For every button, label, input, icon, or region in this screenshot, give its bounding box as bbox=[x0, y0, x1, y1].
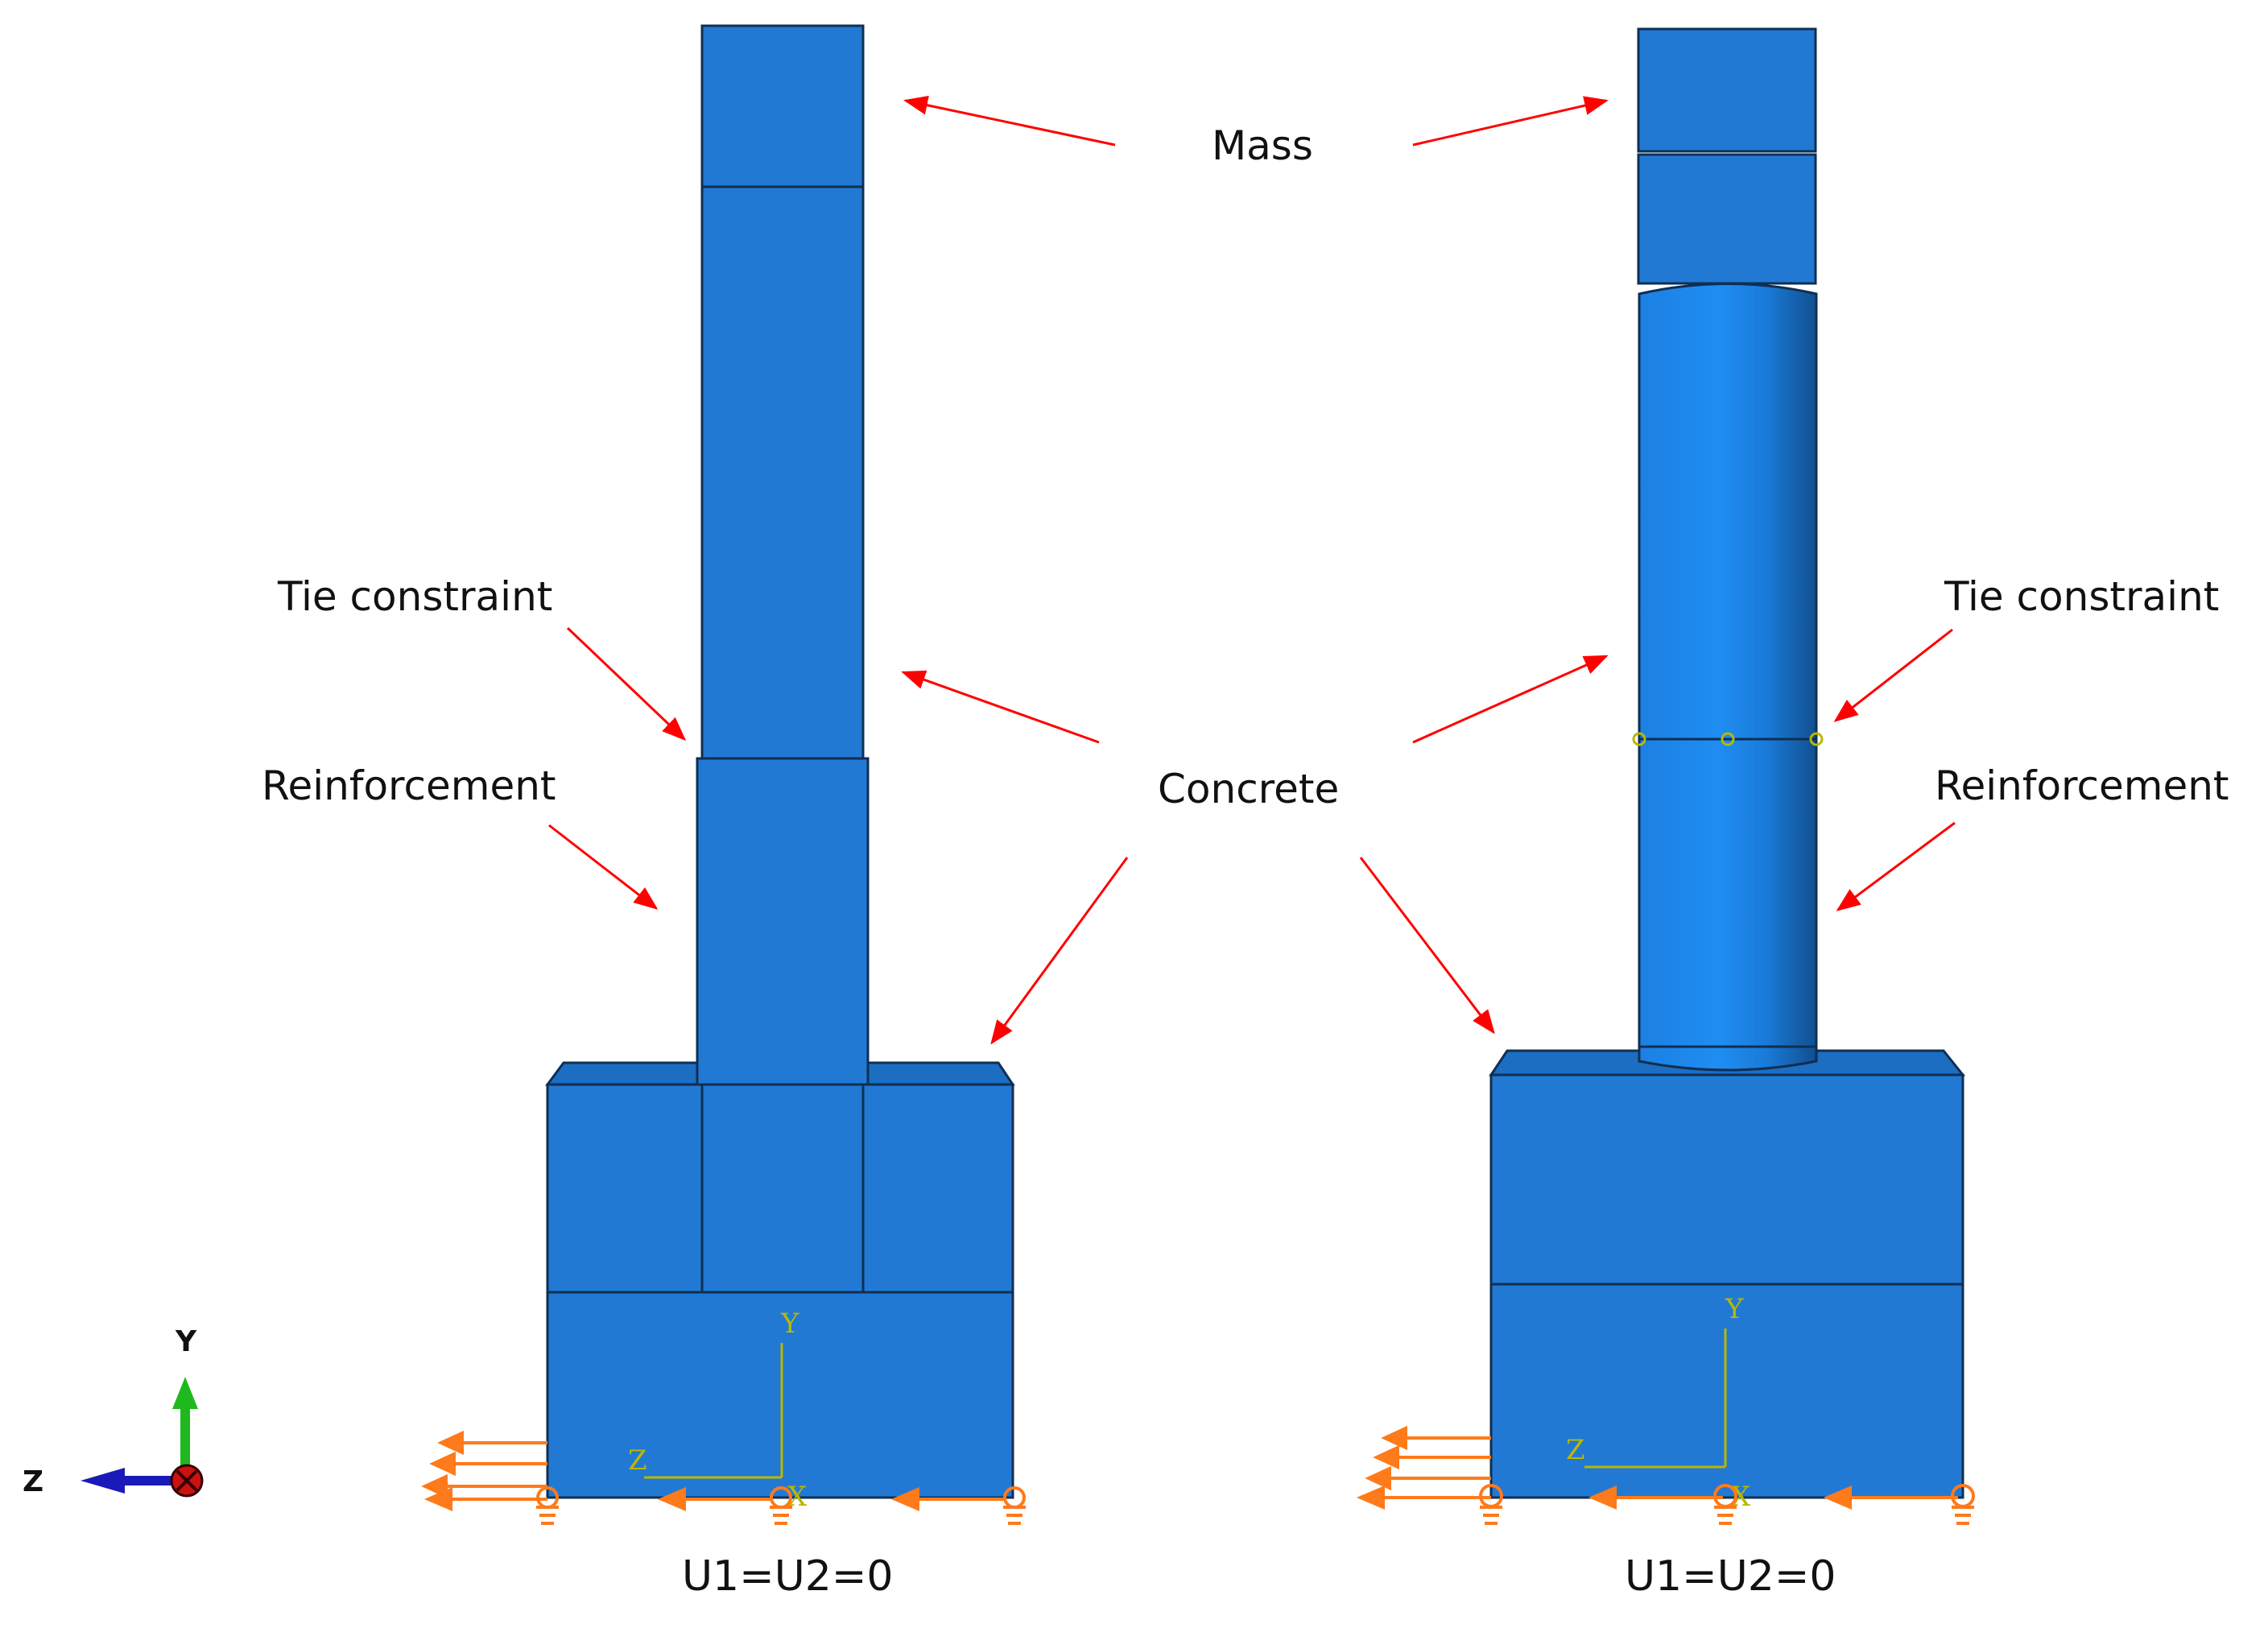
left-local-csys bbox=[644, 1343, 783, 1479]
mass-arrow-right bbox=[1412, 96, 1609, 147]
view-triad-icon bbox=[81, 1377, 204, 1498]
tie-constraint-label-right: Tie constraint bbox=[1944, 573, 2219, 620]
left-csys-z-label: Z bbox=[628, 1444, 647, 1477]
boundary-condition-icon bbox=[1479, 1484, 1975, 1525]
tie-arrow-left bbox=[566, 626, 687, 742]
right-footing-upper bbox=[1489, 1073, 1964, 1286]
left-boundary-conditions bbox=[421, 1430, 1006, 1512]
mass-arrow-left bbox=[903, 95, 1116, 147]
tie-constraint-label-left: Tie constraint bbox=[277, 573, 552, 620]
triad-z-label: Z bbox=[23, 1465, 43, 1498]
left-footing-lower bbox=[546, 1291, 1014, 1499]
left-upper-column bbox=[700, 185, 865, 760]
right-column-base bbox=[1638, 1045, 1818, 1072]
tie-node-icon bbox=[1632, 732, 1824, 746]
left-footing-upper bbox=[546, 1083, 1014, 1294]
right-circular-column bbox=[1638, 283, 1818, 1072]
reinforcement-label-right: Reinforcement bbox=[1935, 762, 2229, 809]
triad-y-label: Y bbox=[175, 1325, 197, 1358]
right-boundary-conditions bbox=[1356, 1425, 1958, 1510]
right-csys-y-label: Y bbox=[1725, 1293, 1744, 1325]
left-mass-block bbox=[700, 24, 865, 188]
boundary-label-right: U1=U2=0 bbox=[1625, 1552, 1836, 1601]
mass-label: Mass bbox=[1212, 122, 1313, 169]
right-column-model bbox=[1489, 27, 1966, 1499]
annotation-arrows bbox=[548, 95, 1956, 1045]
right-mass-block-bottom bbox=[1637, 153, 1817, 285]
concrete-label: Concrete bbox=[1158, 766, 1339, 812]
right-local-csys bbox=[1584, 1328, 1727, 1469]
left-column-model bbox=[545, 24, 1015, 1499]
boundary-condition-icon bbox=[536, 1486, 1026, 1525]
left-lower-column bbox=[696, 757, 870, 1086]
concrete-arrow-lower-right bbox=[1359, 857, 1495, 1035]
right-mass-block-top bbox=[1637, 27, 1817, 153]
reinforcement-arrow-right bbox=[1836, 821, 1956, 911]
concrete-arrow-lower-left bbox=[990, 857, 1129, 1045]
tie-arrow-right bbox=[1833, 628, 1953, 722]
concrete-arrow-upper-right bbox=[1412, 655, 1609, 744]
left-csys-y-label: Y bbox=[780, 1308, 799, 1340]
left-footing-top-face bbox=[545, 1061, 699, 1086]
right-csys-z-label: Z bbox=[1566, 1434, 1585, 1466]
reinforcement-label-left: Reinforcement bbox=[262, 762, 556, 809]
reinforcement-arrow-left bbox=[548, 824, 659, 910]
concrete-arrow-upper-left bbox=[901, 670, 1100, 744]
boundary-label-left: U1=U2=0 bbox=[682, 1552, 894, 1601]
right-footing-lower bbox=[1489, 1283, 1964, 1499]
left-footing-top-face-right bbox=[866, 1061, 1015, 1086]
